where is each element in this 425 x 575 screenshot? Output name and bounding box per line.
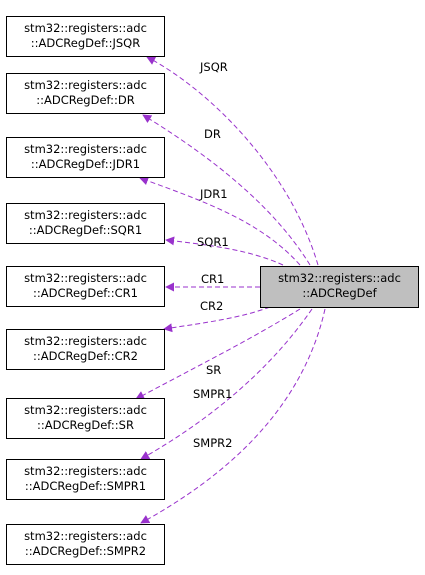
node-sr-line2: ::ADCRegDef::SR	[37, 418, 134, 432]
node-jsqr-line1: stm32::registers::adc	[24, 21, 147, 35]
node-smpr2-line2: ::ADCRegDef::SMPR2	[24, 544, 147, 558]
edge-smpr2	[140, 308, 326, 524]
node-smpr2-line1: stm32::registers::adc	[24, 529, 147, 543]
node-adcregdef-main[interactable]: stm32::registers::adc ::ADCRegDef	[260, 266, 419, 308]
node-smpr1[interactable]: stm32::registers::adc ::ADCRegDef::SMPR1	[6, 459, 165, 500]
edge-label-dr: DR	[204, 127, 221, 141]
edge-label-cr1: CR1	[201, 272, 224, 286]
node-jdr1-line2: ::ADCRegDef::JDR1	[30, 157, 141, 171]
edge-jsqr	[146, 56, 319, 266]
edge-cr2	[163, 306, 271, 333]
node-dr-line2: ::ADCRegDef::DR	[36, 93, 135, 107]
edge-label-cr2: CR2	[200, 299, 223, 313]
edge-dr	[142, 114, 311, 266]
node-jsqr-line2: ::ADCRegDef::JSQR	[30, 36, 141, 50]
node-cr2-line2: ::ADCRegDef::CR2	[32, 349, 138, 363]
node-jdr1[interactable]: stm32::registers::adc ::ADCRegDef::JDR1	[6, 137, 165, 178]
edge-label-jdr1: JDR1	[199, 187, 228, 201]
node-cr2[interactable]: stm32::registers::adc ::ADCRegDef::CR2	[6, 329, 165, 370]
node-dr[interactable]: stm32::registers::adc ::ADCRegDef::DR	[6, 73, 165, 114]
edge-sqr1	[165, 236, 284, 266]
node-smpr1-line1: stm32::registers::adc	[24, 464, 147, 478]
node-sqr1-line1: stm32::registers::adc	[24, 208, 147, 222]
edge-sr	[135, 308, 301, 400]
node-cr1-line1: stm32::registers::adc	[24, 271, 147, 285]
node-sqr1[interactable]: stm32::registers::adc ::ADCRegDef::SQR1	[6, 203, 165, 244]
node-sr-line1: stm32::registers::adc	[24, 403, 147, 417]
edge-jdr1	[139, 176, 301, 266]
node-jdr1-line1: stm32::registers::adc	[24, 142, 147, 156]
edge-smpr1	[140, 308, 313, 460]
node-smpr2[interactable]: stm32::registers::adc ::ADCRegDef::SMPR2	[6, 524, 165, 565]
node-main-line1: stm32::registers::adc	[278, 271, 401, 285]
edge-label-jsqr: JSQR	[199, 60, 228, 74]
node-cr2-line1: stm32::registers::adc	[24, 334, 147, 348]
node-dr-line1: stm32::registers::adc	[24, 78, 147, 92]
edge-label-sr: SR	[206, 363, 221, 377]
edge-label-smpr2: SMPR2	[193, 436, 232, 450]
node-jsqr[interactable]: stm32::registers::adc ::ADCRegDef::JSQR	[6, 16, 165, 57]
node-smpr1-line2: ::ADCRegDef::SMPR1	[24, 479, 147, 493]
node-cr1[interactable]: stm32::registers::adc ::ADCRegDef::CR1	[6, 266, 165, 307]
edge-label-sqr1: SQR1	[197, 235, 229, 249]
node-main-line2: ::ADCRegDef	[302, 286, 377, 300]
node-sr[interactable]: stm32::registers::adc ::ADCRegDef::SR	[6, 398, 165, 439]
node-sqr1-line2: ::ADCRegDef::SQR1	[28, 223, 143, 237]
node-cr1-line2: ::ADCRegDef::CR1	[32, 286, 138, 300]
edge-label-smpr1: SMPR1	[193, 387, 232, 401]
